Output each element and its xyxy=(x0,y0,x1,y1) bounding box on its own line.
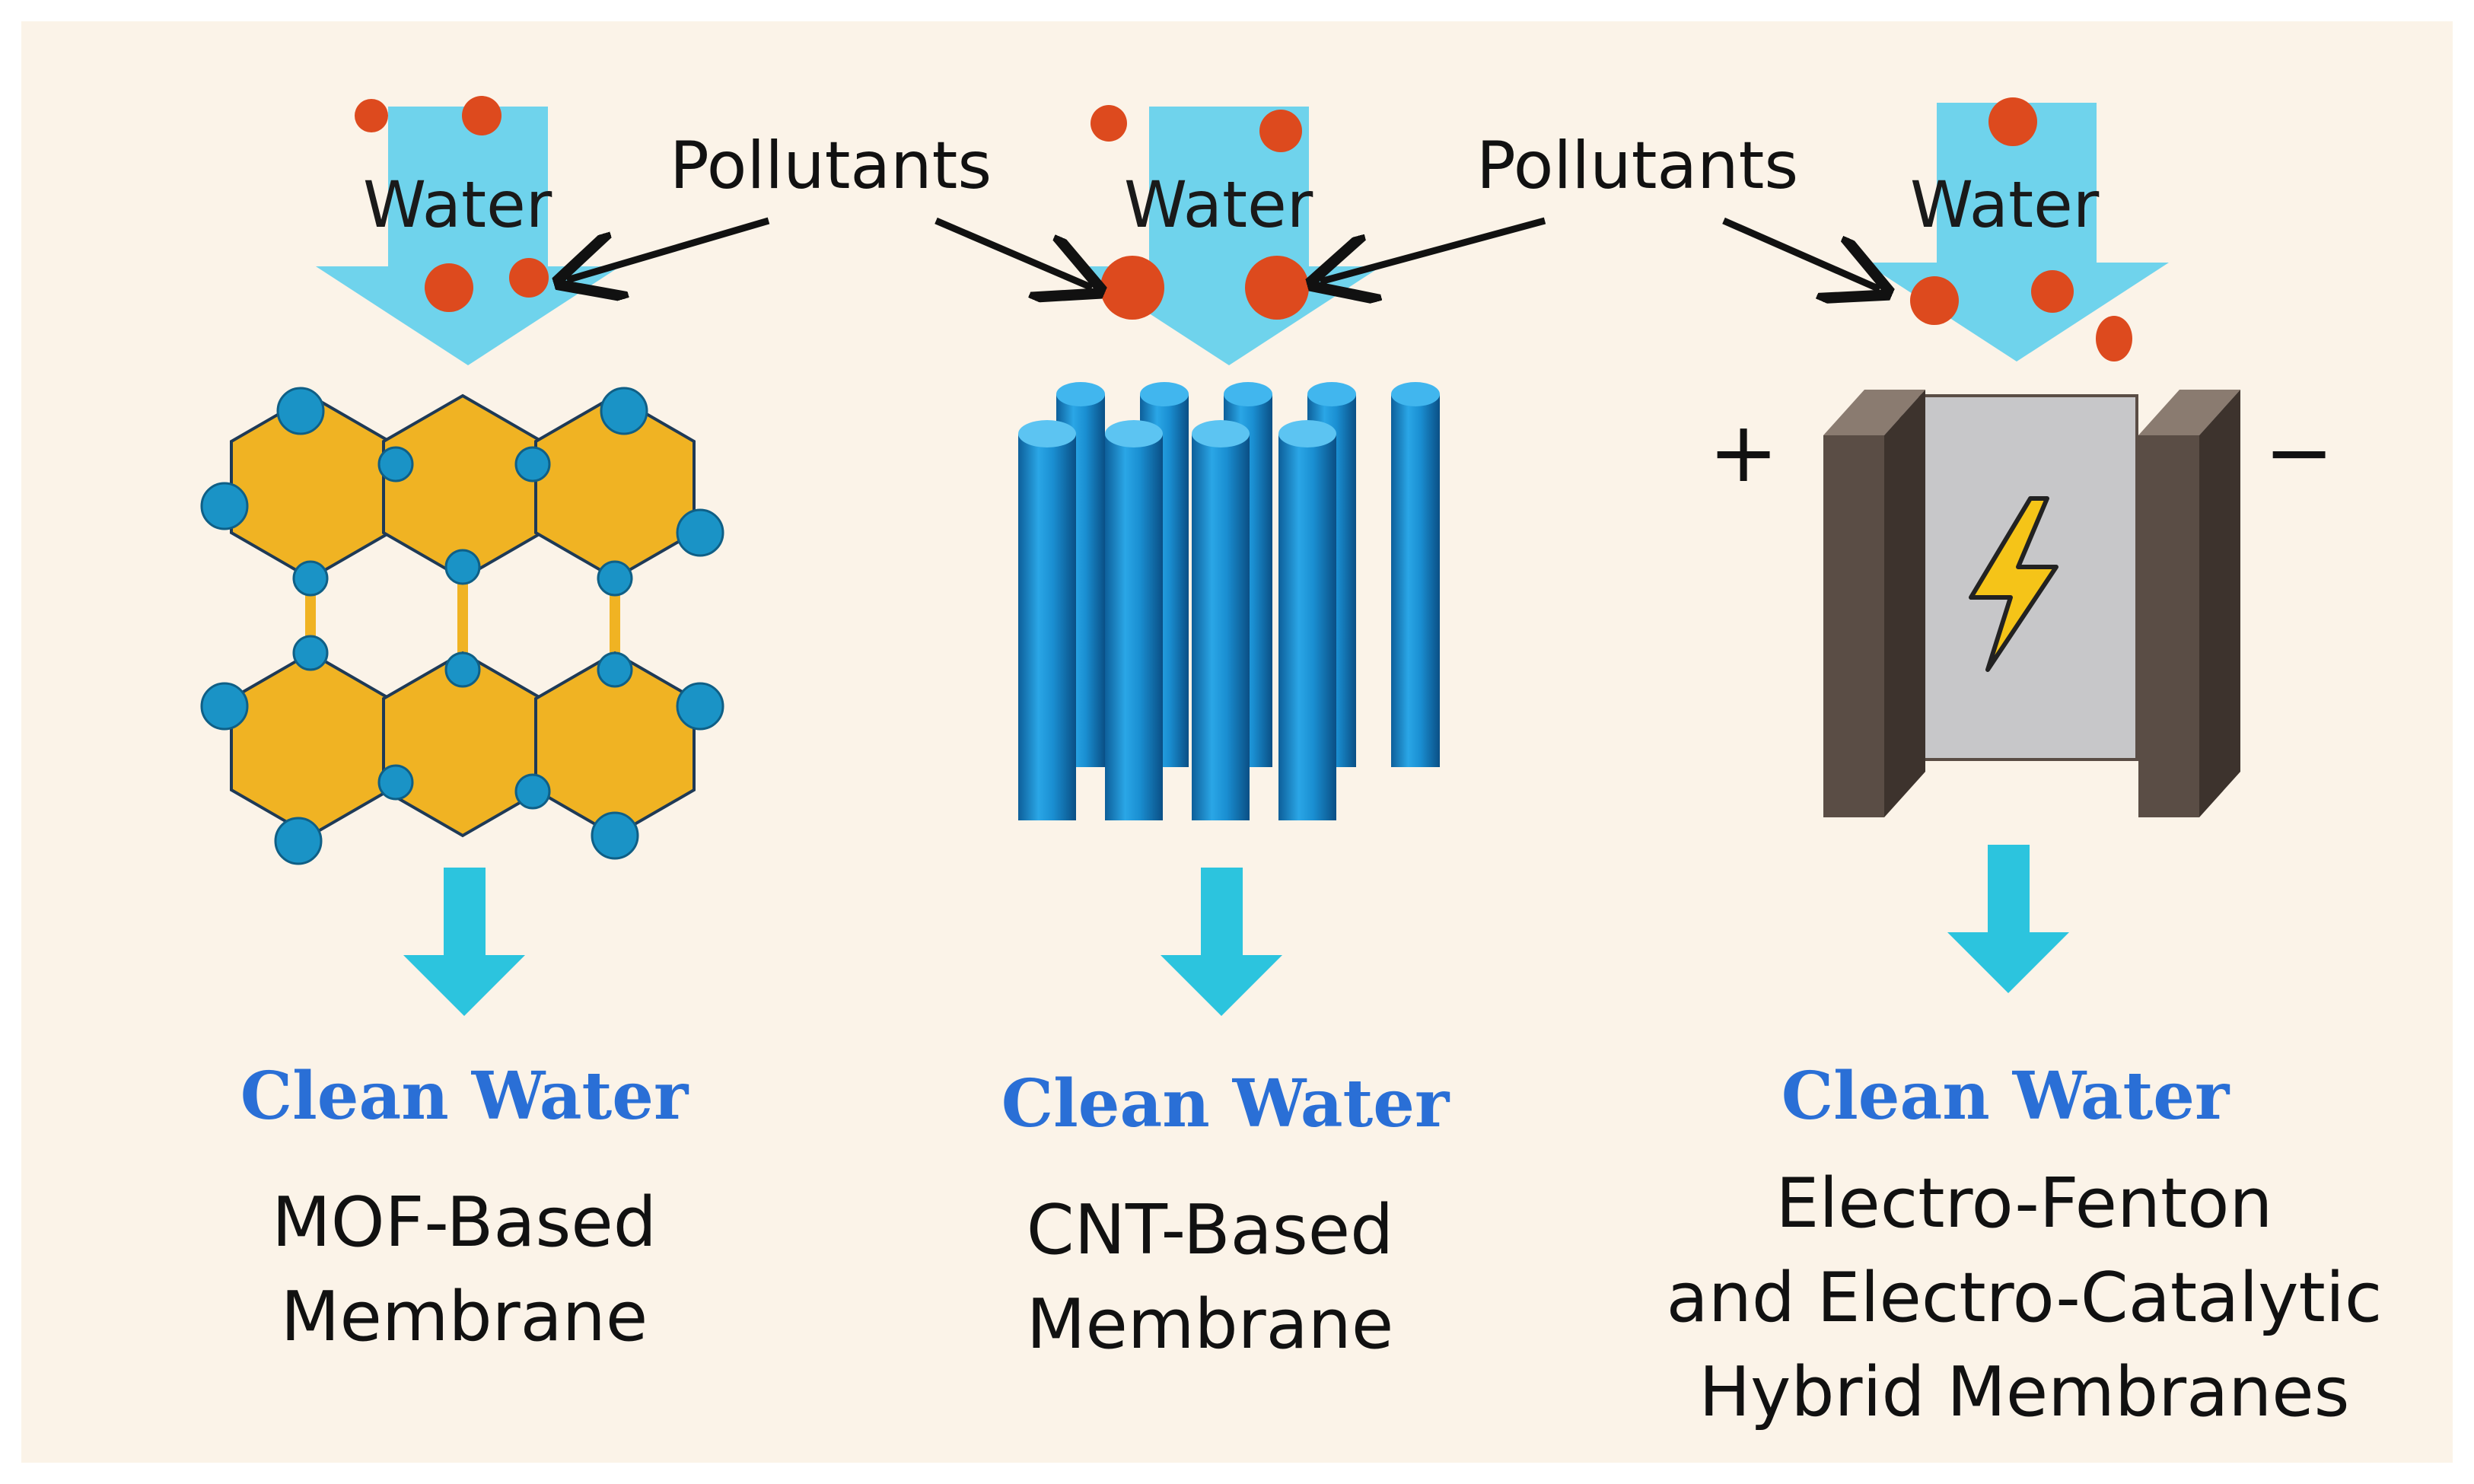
down-arrow-icon xyxy=(1947,845,2069,993)
callout-arrow xyxy=(935,217,1092,288)
water-label-cnt: Water xyxy=(1124,167,1313,242)
pollutant-particle-icon xyxy=(2031,270,2074,313)
cathode-plate xyxy=(2138,435,2199,817)
cnt-front-row xyxy=(1018,420,1336,820)
pollutant-particle-icon xyxy=(462,96,501,135)
water-label-electro: Water xyxy=(1910,167,2100,242)
down-arrow-icon xyxy=(316,107,620,365)
cathode-plate-side xyxy=(2199,390,2240,817)
callout-arrow xyxy=(567,217,770,280)
anode-plate xyxy=(1823,435,1884,817)
mof-metal-nodes xyxy=(200,387,724,865)
water-label-mof: Water xyxy=(363,167,552,242)
pollutant-particle-icon xyxy=(1259,110,1302,152)
clean-water-arrow-cnt xyxy=(1161,868,1282,1016)
membrane-name-line: Membrane xyxy=(280,1277,648,1357)
cathode-plate-top xyxy=(2138,390,2240,435)
anode-plate-side xyxy=(1884,390,1925,817)
clean-water-label-electro: Clean Water xyxy=(1781,1058,2230,1135)
membrane-name-cnt: CNT-Based Membrane xyxy=(944,1183,1476,1372)
mof-membrane xyxy=(200,387,724,865)
pollutant-particle-icon xyxy=(355,99,388,132)
membrane-name-line: Membrane xyxy=(1026,1285,1394,1365)
anode-plate-top xyxy=(1823,390,1925,435)
membrane-name-line: CNT-Based xyxy=(1026,1190,1394,1270)
clean-water-arrow-mof xyxy=(403,868,525,1016)
pollutant-callout-arrows xyxy=(567,217,1880,289)
pollutant-particle-icon xyxy=(1091,105,1127,142)
membrane-name-line: Electro-Fenton xyxy=(1775,1164,2273,1244)
down-arrow-icon xyxy=(403,868,525,1016)
pollutant-particle-icon xyxy=(2096,316,2132,361)
membrane-name-line: MOF-Based xyxy=(272,1183,657,1263)
callout-arrow xyxy=(1320,217,1546,282)
pollutants-callout-label: Pollutants xyxy=(1476,128,1799,204)
pollutant-particle-icon xyxy=(1245,256,1309,320)
membrane-name-line: and Electro-Catalytic xyxy=(1666,1258,2383,1338)
pollutant-particles xyxy=(355,96,2132,361)
membrane-name-line: Hybrid Membranes xyxy=(1699,1352,2350,1432)
mof-hexagons xyxy=(230,393,696,838)
water-inflow-arrow-mof xyxy=(316,107,620,365)
pollutant-particle-icon xyxy=(1100,256,1164,320)
clean-water-label-mof: Clean Water xyxy=(240,1058,689,1135)
pollutant-particle-icon xyxy=(1988,97,2037,146)
pollutant-particle-icon xyxy=(509,258,549,298)
clean-water-label-cnt: Clean Water xyxy=(1001,1065,1450,1142)
callout-arrow xyxy=(1722,217,1880,289)
lightning-bolt-icon xyxy=(1969,496,2058,672)
electro-membrane xyxy=(1823,390,2240,817)
membrane-name-mof: MOF-Based Membrane xyxy=(198,1176,731,1365)
membrane-name-electro: Electro-Fenton and Electro-Catalytic Hyb… xyxy=(1659,1157,2390,1440)
pollutant-particle-icon xyxy=(1910,276,1959,325)
positive-terminal-sign: + xyxy=(1708,403,1779,501)
cnt-membrane xyxy=(1018,382,1440,820)
pollutants-callout-label: Pollutants xyxy=(670,128,992,204)
pollutant-particle-icon xyxy=(425,263,473,312)
negative-terminal-sign: − xyxy=(2264,403,2335,501)
clean-water-arrow-electro xyxy=(1947,845,2069,993)
down-arrow-icon xyxy=(1161,868,1282,1016)
